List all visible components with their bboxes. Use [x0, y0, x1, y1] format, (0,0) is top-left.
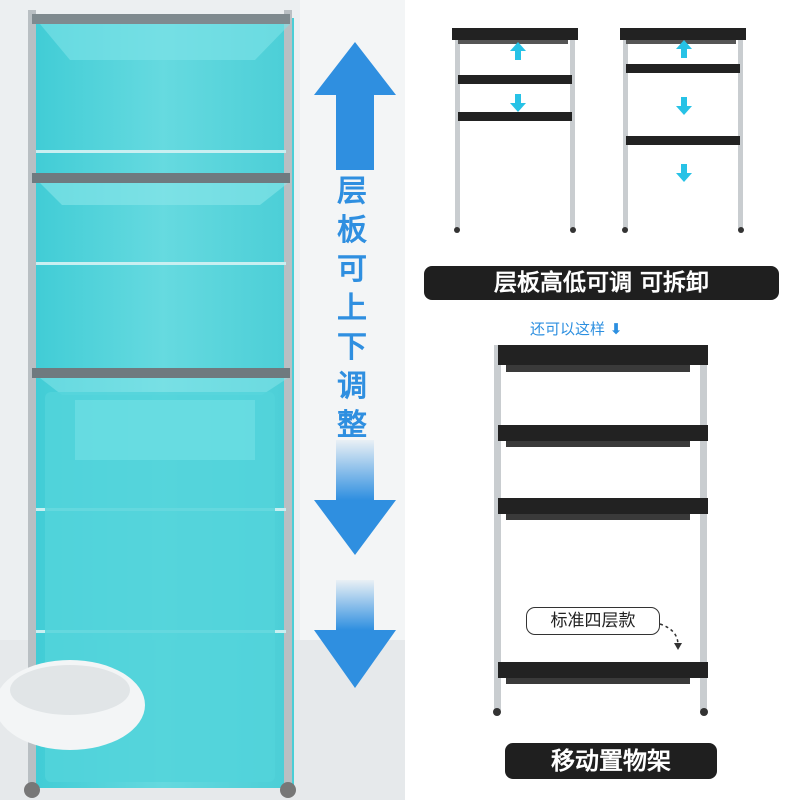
shelf-adjust-diagrams — [452, 28, 746, 233]
four-tier-rack-diagram — [493, 345, 708, 716]
caption-char: 下 — [337, 330, 367, 365]
caption-char: 整 — [337, 408, 367, 443]
caption-char: 调 — [337, 369, 367, 404]
down-arrow-icon — [314, 500, 396, 555]
diagram-down-arrow-icon-3 — [676, 164, 692, 182]
down-arrow-icon-small: ⬇ — [609, 320, 623, 338]
hint-row: 还可以这样 ⬇ — [530, 318, 622, 340]
model-callout: 标准四层款 — [526, 607, 660, 635]
caption-char: 层 — [337, 174, 367, 209]
caption-char: 可 — [337, 252, 367, 287]
vertical-caption: 层 板 可 上 下 调 整 — [330, 172, 374, 445]
shelf-diagram-right — [620, 28, 746, 233]
down-arrow-icon-2 — [314, 630, 396, 688]
shelf-diagram-left — [452, 28, 578, 233]
diagram-down-arrow-icon — [510, 94, 526, 112]
caption-char: 上 — [337, 291, 367, 326]
shelf-photo-illustration — [0, 0, 405, 800]
bottom-banner: 移动置物架 — [505, 743, 717, 779]
product-photo — [0, 0, 405, 800]
diagram-up-arrow-icon-2 — [676, 40, 692, 58]
caption-char: 板 — [337, 213, 367, 248]
diagram-up-arrow-icon — [510, 42, 526, 60]
hint-text: 还可以这样 — [530, 320, 606, 338]
diagram-down-arrow-icon-2 — [676, 97, 692, 115]
adjust-banner: 层板高低可调 可拆卸 — [424, 266, 779, 300]
